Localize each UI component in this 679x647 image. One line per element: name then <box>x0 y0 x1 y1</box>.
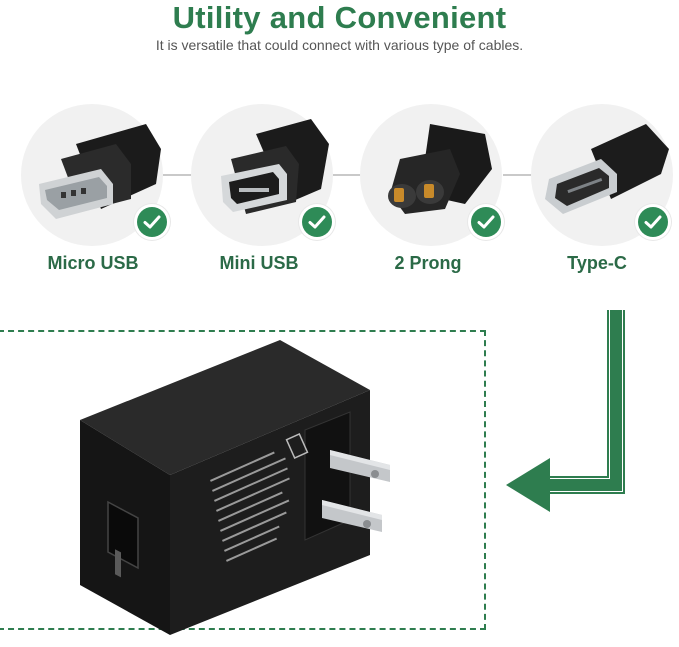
label-micro-usb: Micro USB <box>47 253 139 273</box>
label-type-c: Type-C <box>567 253 627 273</box>
connector-line <box>333 174 361 176</box>
arrow-icon <box>506 310 625 512</box>
check-icon <box>468 204 504 240</box>
label-2-prong: 2 Prong <box>394 253 462 273</box>
check-icon <box>299 204 335 240</box>
mini-usb-plug-icon <box>221 119 329 214</box>
connector-type-c <box>531 104 673 246</box>
check-icon <box>134 204 170 240</box>
usb-wall-adapter-icon <box>80 340 390 635</box>
label-mini-usb: Mini USB <box>219 253 299 273</box>
connector-mini-usb <box>191 104 335 246</box>
connector-2-prong <box>360 104 504 246</box>
connector-line <box>163 174 191 176</box>
connector-micro-usb <box>21 104 170 246</box>
check-icon <box>635 204 671 240</box>
page-subtitle: It is versatile that could connect with … <box>155 37 524 53</box>
product-frame <box>0 330 486 630</box>
type-c-plug-icon <box>545 124 669 214</box>
page-title: Utility and Convenient <box>172 0 507 35</box>
connector-line <box>503 174 531 176</box>
micro-usb-plug-icon <box>39 124 161 219</box>
two-prong-plug-icon <box>388 124 492 214</box>
